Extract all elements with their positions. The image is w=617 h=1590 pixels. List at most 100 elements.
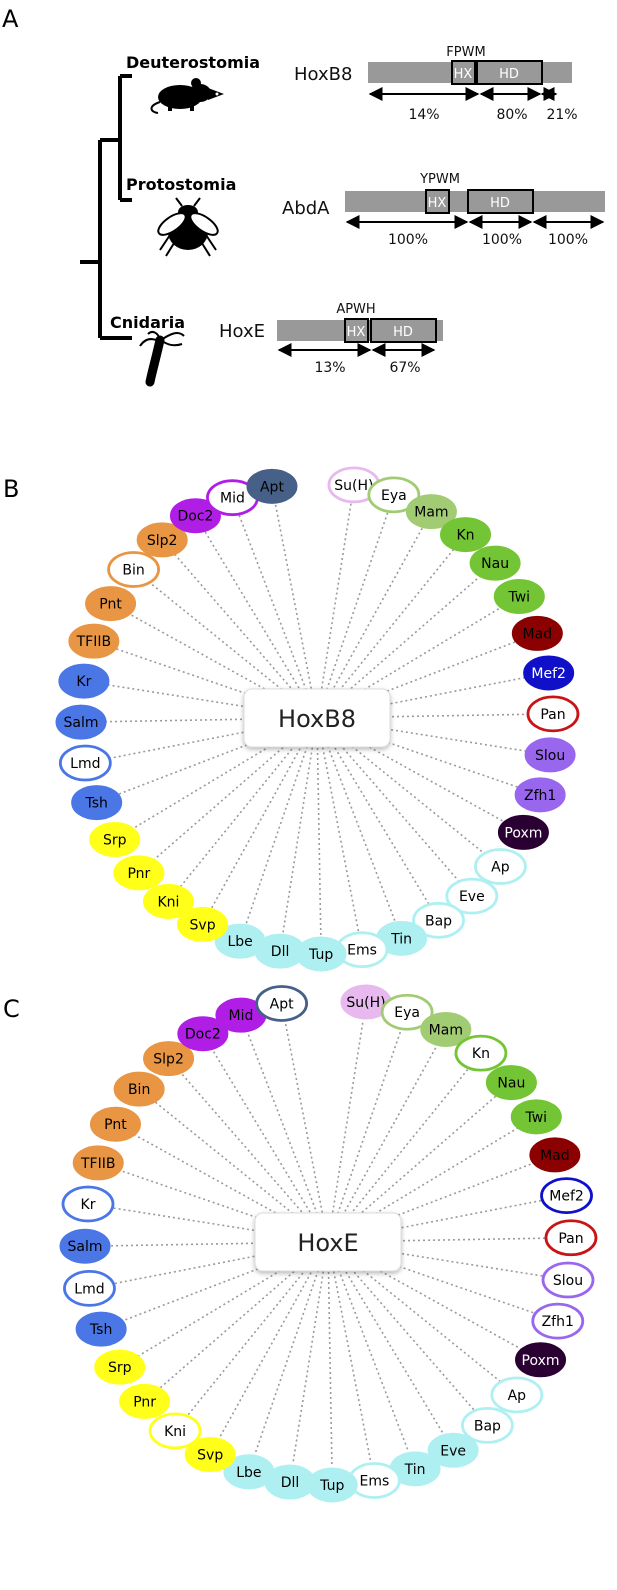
node-label: Kn bbox=[456, 528, 474, 544]
node-poxm: Poxm bbox=[515, 1342, 567, 1378]
node-ellipse bbox=[148, 1412, 202, 1450]
edge bbox=[327, 1241, 410, 1452]
node-ap: Ap bbox=[474, 848, 527, 885]
node-salm: Salm bbox=[59, 1228, 111, 1264]
node-mid: Mid bbox=[206, 479, 259, 517]
node-label: Mad bbox=[523, 626, 553, 642]
interaction-network-hoxe: Su(H)EyaMamKnNauTwiMadMef2PanSlouZfh1Pox… bbox=[59, 984, 598, 1503]
node-label: Slou bbox=[553, 1273, 583, 1289]
hd-domain-label: HD bbox=[499, 67, 519, 82]
percent-hoxb8-hx-region: 14% bbox=[408, 107, 439, 123]
node-tin: Tin bbox=[389, 1451, 441, 1487]
node-ellipse bbox=[514, 777, 566, 813]
node-label: Twi bbox=[525, 1110, 548, 1126]
node-label: Ems bbox=[359, 1474, 389, 1490]
node-pnt: Pnt bbox=[85, 586, 137, 622]
node-ellipse bbox=[420, 1011, 472, 1047]
node-mam: Mam bbox=[405, 494, 457, 530]
node-ellipse bbox=[246, 468, 298, 504]
node-ellipse bbox=[223, 1454, 275, 1490]
node-eve: Eve bbox=[445, 877, 499, 915]
edge bbox=[327, 1237, 552, 1243]
node-label: Tup bbox=[319, 1478, 344, 1494]
node-ellipse bbox=[367, 476, 421, 514]
edge bbox=[316, 717, 430, 905]
node-ellipse bbox=[497, 814, 549, 850]
hx-domain bbox=[344, 318, 369, 343]
node-label: Slp2 bbox=[147, 533, 178, 549]
node-label: Lbe bbox=[236, 1465, 261, 1481]
node-label: Svp bbox=[197, 1448, 223, 1464]
edge bbox=[316, 527, 423, 719]
node-suh: Su(H) bbox=[327, 466, 381, 504]
node-tup: Tup bbox=[295, 936, 347, 972]
edge bbox=[327, 1198, 549, 1243]
hub-node: HoxB8 bbox=[243, 688, 391, 748]
node-bap: Bap bbox=[412, 901, 465, 939]
node-zfh1: Zfh1 bbox=[514, 777, 566, 813]
motif-hoxe: APWH bbox=[336, 302, 375, 317]
node-ap: Ap bbox=[490, 1376, 544, 1414]
node-eve: Eve bbox=[427, 1432, 479, 1468]
node-ellipse bbox=[540, 1177, 593, 1215]
node-label: TFIIB bbox=[76, 634, 111, 650]
edge bbox=[327, 1241, 525, 1352]
hx-domain-label: HX bbox=[347, 325, 366, 340]
hx-domain-label: HX bbox=[428, 196, 447, 211]
edge bbox=[246, 1032, 329, 1243]
node-label: Apt bbox=[270, 996, 294, 1012]
node-ellipse bbox=[485, 1065, 537, 1101]
node-svp: Svp bbox=[184, 1437, 236, 1473]
node-lmd: Lmd bbox=[63, 1269, 116, 1307]
edge bbox=[316, 503, 352, 719]
node-label: Nau bbox=[497, 1076, 525, 1092]
node-mid: Mid bbox=[215, 997, 267, 1033]
node-ellipse bbox=[94, 1349, 146, 1385]
node-label: Tin bbox=[390, 931, 412, 947]
node-ellipse bbox=[59, 1228, 111, 1264]
protein-abda: AbdA YPWM HX HD 100% 100% 100% bbox=[282, 172, 605, 248]
node-label: Kni bbox=[158, 894, 180, 910]
node-label: Kr bbox=[81, 1197, 96, 1213]
edge bbox=[245, 717, 318, 924]
hub-box bbox=[243, 688, 391, 748]
node-ellipse bbox=[142, 883, 194, 919]
node-kn: Kn bbox=[454, 1034, 508, 1072]
edge bbox=[218, 1241, 329, 1439]
taxon-deuterostomia: Deuterostomia bbox=[126, 53, 260, 72]
edge bbox=[327, 1067, 470, 1243]
node-ellipse bbox=[68, 623, 120, 659]
node-ellipse bbox=[85, 586, 137, 622]
node-label: Mef2 bbox=[531, 666, 566, 682]
panel-a: A Deuterostomia Protostomia Cnidaria bbox=[2, 5, 605, 387]
node-label: Tup bbox=[308, 947, 333, 963]
node-label: Srp bbox=[108, 1360, 132, 1376]
node-slp2: Slp2 bbox=[143, 1041, 195, 1077]
edge bbox=[327, 1241, 333, 1466]
node-ellipse bbox=[71, 785, 123, 821]
edge bbox=[274, 504, 318, 719]
node-slou: Slou bbox=[541, 1261, 595, 1299]
node-ellipse bbox=[58, 663, 110, 699]
node-srp: Srp bbox=[94, 1349, 146, 1385]
node-kr: Kr bbox=[58, 663, 110, 699]
node-label: Kn bbox=[472, 1046, 490, 1062]
edge bbox=[153, 1100, 329, 1243]
node-tfiib: TFIIB bbox=[72, 1145, 124, 1181]
node-eya: Eya bbox=[380, 993, 434, 1031]
node-label: Salm bbox=[64, 715, 99, 731]
node-ellipse bbox=[177, 1016, 229, 1052]
node-doc2: Doc2 bbox=[169, 498, 221, 534]
edge bbox=[327, 1241, 541, 1316]
node-lmd: Lmd bbox=[58, 744, 112, 782]
edge bbox=[327, 1020, 364, 1243]
fly-icon bbox=[157, 197, 219, 257]
node-label: Poxm bbox=[504, 825, 542, 841]
node-ellipse bbox=[490, 1376, 544, 1414]
node-mam: Mam bbox=[420, 1011, 472, 1047]
node-ellipse bbox=[63, 1269, 116, 1307]
node-label: Mid bbox=[220, 491, 245, 507]
node-tup: Tup bbox=[306, 1467, 358, 1503]
node-label: Srp bbox=[103, 833, 127, 849]
node-label: Su(H) bbox=[334, 478, 373, 494]
